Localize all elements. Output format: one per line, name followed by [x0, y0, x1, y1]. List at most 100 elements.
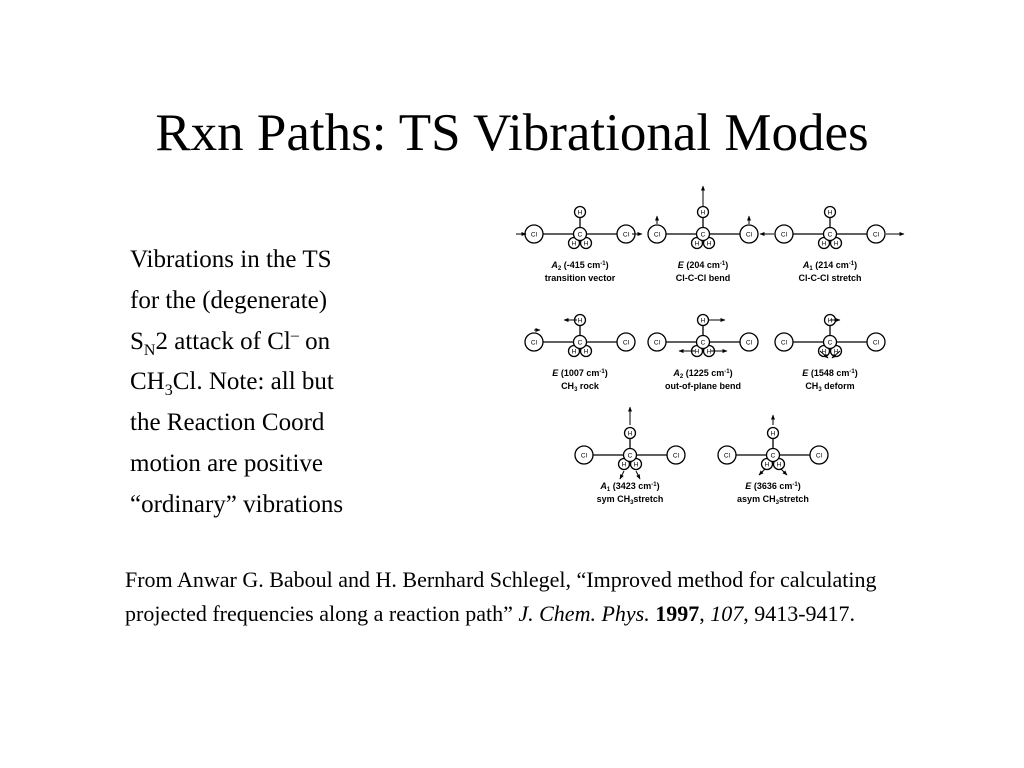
mode-frequency-label: E (3636 cm-1): [745, 481, 800, 491]
slide-body-text: Vibrations in the TS for the (degenerate…: [130, 240, 430, 526]
atom-label: C: [771, 452, 776, 459]
mode-frequency-label: E (1548 cm-1): [802, 368, 857, 378]
atom-label: H: [822, 240, 827, 247]
atom: [572, 334, 588, 350]
mode-frequency-label: A2 (1225 cm-1): [672, 368, 732, 380]
atom-label: H: [578, 317, 583, 324]
atom-label: Cl: [531, 231, 538, 238]
atom-label: H: [584, 240, 589, 247]
journal-name: J. Chem. Phys.: [518, 601, 650, 626]
body-line: motion are positive: [130, 449, 324, 477]
atom: [647, 224, 667, 244]
body-line: “ordinary” vibrations: [130, 490, 344, 518]
atom: [695, 334, 711, 350]
slide-title: Rxn Paths: TS Vibrational Modes: [155, 104, 869, 162]
atom: [696, 205, 710, 219]
atom-label: H: [695, 348, 700, 355]
atom: [739, 332, 759, 352]
displacement-arrow: [758, 468, 766, 476]
mode-description-label: asym CH3stretch: [737, 494, 809, 506]
atom-label: Cl: [531, 339, 538, 346]
atom-label: C: [828, 339, 833, 346]
atom-label: Cl: [581, 452, 588, 459]
atom: [866, 224, 886, 244]
mode-description-label: transition vector: [545, 273, 616, 283]
mode-frequency-label: A1 (3423 cm-1): [599, 481, 659, 493]
citation: From Anwar G. Baboul and H. Bernhard Sch…: [125, 567, 877, 626]
atom-label: H: [695, 240, 700, 247]
atom-label: H: [765, 461, 770, 468]
mode-frequency-label: A1 (214 cm-1): [802, 260, 857, 272]
atom-label: C: [578, 231, 583, 238]
atom-label: H: [701, 317, 706, 324]
atom: [765, 447, 781, 463]
atom: [822, 226, 838, 242]
mode-description-label: sym CH3stretch: [597, 494, 664, 506]
atom: [717, 445, 737, 465]
atom: [574, 445, 594, 465]
atom-label: C: [701, 339, 706, 346]
atom-label: H: [572, 240, 577, 247]
mode-frequency-label: A2 (-415 cm-1): [550, 260, 608, 272]
atom-label: Cl: [654, 339, 661, 346]
atom-label: H: [822, 348, 827, 355]
atom-label: Cl: [654, 231, 661, 238]
mode-description-label: Cl-C-Cl stretch: [798, 273, 861, 283]
atom-label: Cl: [623, 231, 630, 238]
displacement-arrow: [831, 350, 841, 359]
atom: [622, 447, 638, 463]
atom: [666, 445, 686, 465]
atom: [647, 332, 667, 352]
atom: [774, 224, 794, 244]
atom: [573, 205, 587, 219]
displacement-arrow: [619, 470, 625, 480]
citation-volume: 107: [710, 601, 744, 626]
body-line: Vibrations in the TS: [130, 246, 332, 273]
atom: [766, 426, 780, 440]
atom: [774, 332, 794, 352]
atom-label: H: [777, 461, 782, 468]
atom: [823, 205, 837, 219]
atom-label: Cl: [673, 452, 680, 459]
mode-frequency-label: E (1007 cm-1): [552, 368, 607, 378]
atom-label: H: [634, 461, 639, 468]
atom-label: Cl: [746, 231, 753, 238]
atom: [809, 445, 829, 465]
displacement-arrow: [780, 468, 788, 476]
atom: [524, 332, 544, 352]
atom-label: C: [828, 231, 833, 238]
atom: [695, 226, 711, 242]
atom: [822, 334, 838, 350]
atom-label: Cl: [873, 339, 880, 346]
atom-label: H: [572, 348, 577, 355]
mode-description-label: out-of-plane bend: [665, 381, 741, 391]
atom-label: Cl: [746, 339, 753, 346]
atom: [623, 426, 637, 440]
atom-label: Cl: [781, 339, 788, 346]
atom: [866, 332, 886, 352]
atom-label: H: [771, 430, 776, 437]
atom-label: H: [707, 348, 712, 355]
atom-label: H: [834, 240, 839, 247]
mode-description-label: CH3 deform: [805, 381, 854, 393]
atom: [572, 226, 588, 242]
atom: [616, 332, 636, 352]
atom-label: H: [701, 209, 706, 216]
body-line: for the (degenerate): [130, 286, 328, 314]
atom: [739, 224, 759, 244]
mode-frequency-label: E (204 cm-1): [678, 260, 728, 270]
atom-label: H: [622, 461, 627, 468]
atom-label: H: [578, 209, 583, 216]
atom-label: Cl: [781, 231, 788, 238]
atom-label: C: [701, 231, 706, 238]
atom-label: H: [834, 348, 839, 355]
